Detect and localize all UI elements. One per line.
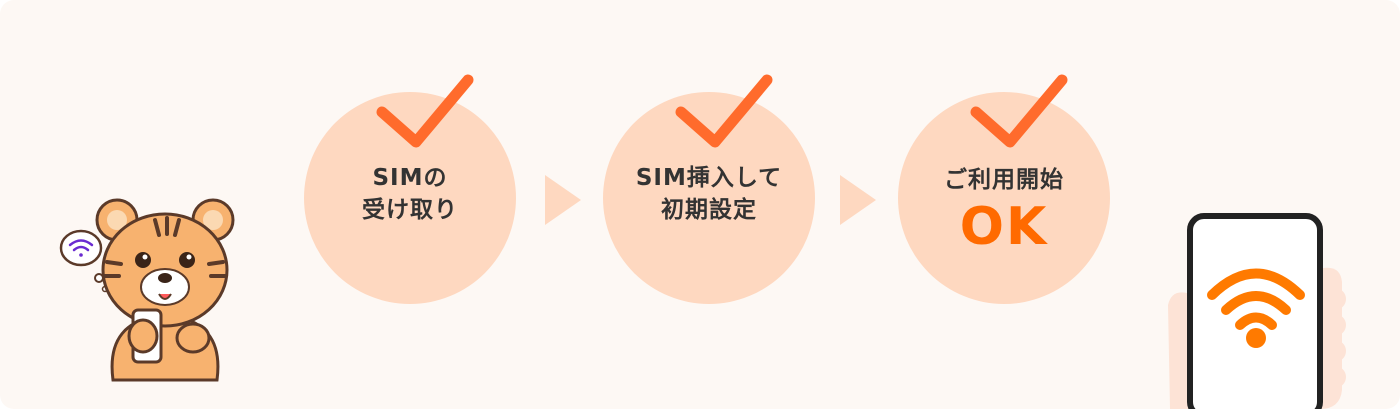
step-label-line2: 初期設定 bbox=[661, 197, 757, 223]
wifi-icon bbox=[1207, 268, 1305, 330]
tiger-mascot-icon bbox=[59, 198, 235, 382]
ok-text: OK bbox=[959, 197, 1049, 257]
step-label-line1: ご利用開始 bbox=[944, 167, 1064, 193]
smartphone-wifi-icon bbox=[1168, 213, 1346, 409]
step-label-line2: 受け取り bbox=[362, 197, 458, 223]
step-label-line1: SIM挿入して bbox=[635, 165, 783, 191]
arrow-right-icon bbox=[840, 175, 876, 225]
arrow-right-icon bbox=[545, 175, 581, 225]
step-label: ご利用開始 OK bbox=[898, 164, 1110, 256]
step-label: SIMの 受け取り bbox=[304, 162, 516, 226]
step-start-use: ご利用開始 OK bbox=[898, 74, 1110, 304]
step-label-line1: SIMの bbox=[372, 165, 448, 191]
step-insert-sim-setup: SIM挿入して 初期設定 bbox=[603, 74, 815, 304]
wifi-icon bbox=[68, 239, 94, 257]
check-icon bbox=[376, 74, 474, 148]
step-receive-sim: SIMの 受け取り bbox=[304, 74, 516, 304]
step-label: SIM挿入して 初期設定 bbox=[603, 162, 815, 226]
check-icon bbox=[970, 74, 1068, 148]
check-icon bbox=[675, 74, 773, 148]
